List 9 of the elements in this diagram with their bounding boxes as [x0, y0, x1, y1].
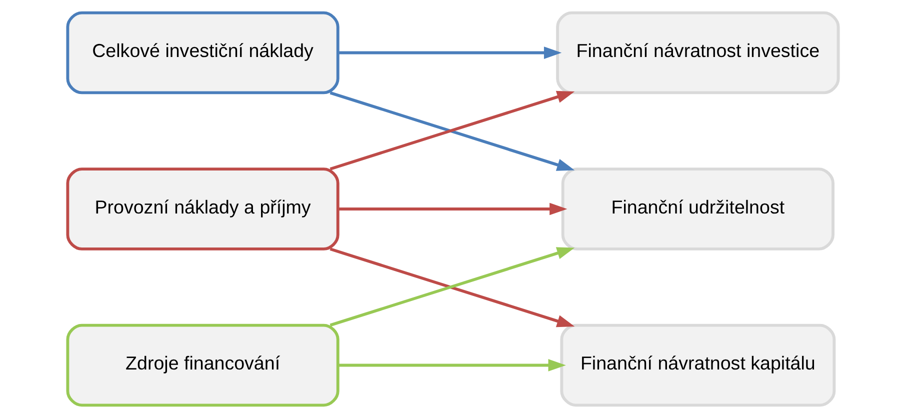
arrow — [338, 202, 568, 216]
node-box: Celkové investiční náklady — [66, 11, 340, 94]
node-box: Provozní náklady a příjmy — [66, 168, 340, 250]
arrow — [338, 46, 562, 59]
arrow — [338, 359, 566, 372]
node-box: Finanční návratnost kapitálu — [560, 324, 836, 407]
node-box: Zdroje financování — [66, 324, 340, 407]
node-box: Finanční návratnost investice — [556, 11, 840, 94]
node-box: Finanční udržitelnost — [561, 168, 834, 250]
